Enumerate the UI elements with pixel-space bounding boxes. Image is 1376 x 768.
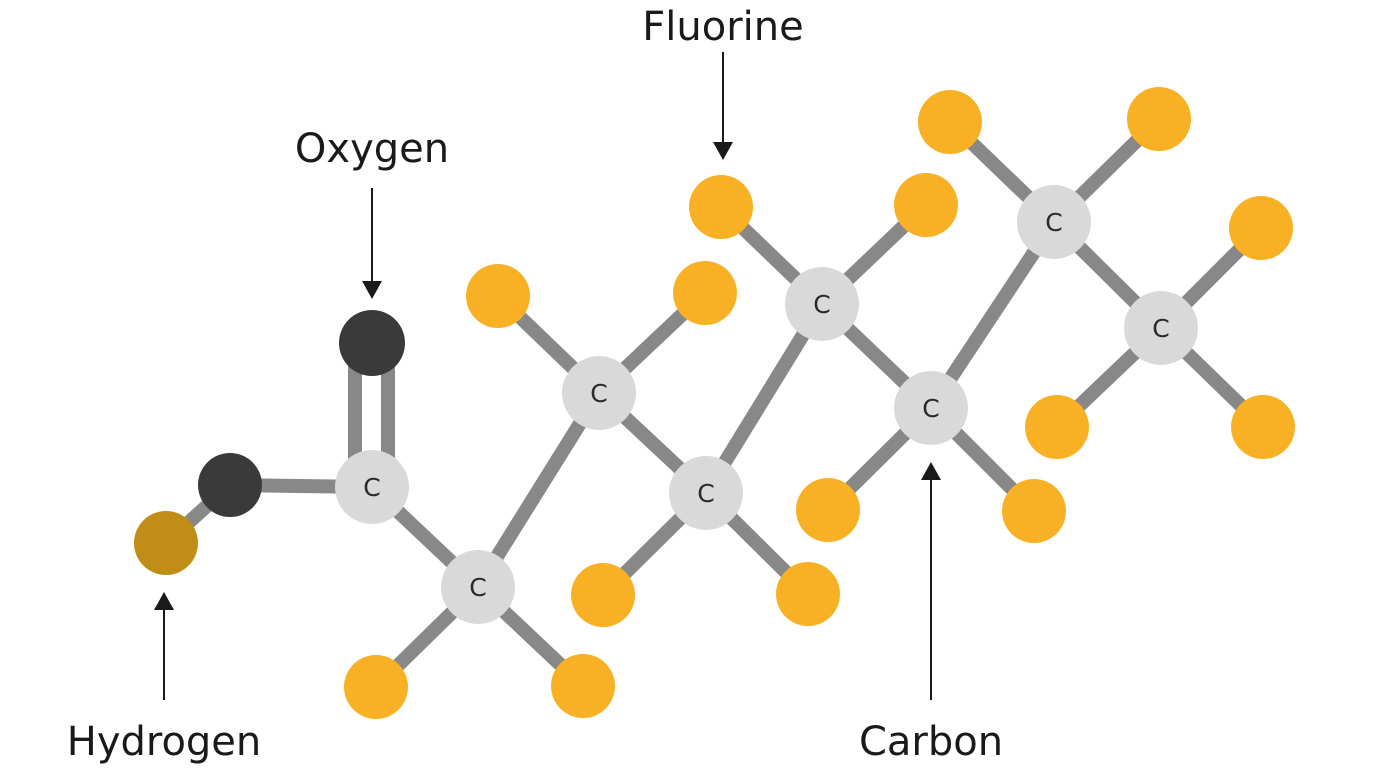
carbon-atom: C: [894, 371, 968, 445]
fluorine-atom: [1229, 196, 1293, 260]
carbon-symbol: C: [590, 379, 607, 408]
fluorine-arrow-head: [713, 142, 733, 160]
fluorine-atom: [551, 654, 615, 718]
fluorine-atom: [673, 261, 737, 325]
fluorine-atom: [344, 655, 408, 719]
carbon-symbol: C: [813, 290, 830, 319]
carbon-atom: C: [441, 550, 515, 624]
fluorine-atoms: [344, 87, 1295, 719]
carbon-atom: C: [562, 356, 636, 430]
fluorine-atom: [1002, 479, 1066, 543]
oxygen-atom-double-bond: [339, 310, 405, 376]
carbon-symbol: C: [469, 573, 486, 602]
carbon-arrow-head: [921, 462, 941, 480]
fluorine-atom: [894, 173, 958, 237]
carbon-atoms: C C C C C C C C: [335, 185, 1198, 624]
fluorine-atom: [796, 478, 860, 542]
oxygen-arrow-head: [362, 281, 382, 299]
bond-c2-c3: [472, 389, 605, 591]
carbon-symbol: C: [1045, 208, 1062, 237]
fluorine-atom: [571, 563, 635, 627]
carbon-symbol: C: [363, 473, 380, 502]
callout-arrows: [154, 52, 941, 700]
fluorine-atom: [918, 90, 982, 154]
carbon-symbol: C: [1152, 314, 1169, 343]
fluorine-atom: [466, 264, 530, 328]
fluorine-atom: [1231, 395, 1295, 459]
oxygen-label: Oxygen: [295, 126, 449, 172]
fluorine-atom: [689, 175, 753, 239]
carbon-atom: C: [335, 450, 409, 524]
bond-c6-c7: [925, 218, 1060, 412]
hydrogen-atom: [134, 511, 198, 575]
hydrogen-arrow-head: [154, 592, 174, 610]
fluorine-label: Fluorine: [642, 4, 803, 50]
carbon-label: Carbon: [859, 719, 1003, 765]
carbon-atom: C: [1017, 185, 1091, 259]
carbon-atom: C: [1124, 291, 1198, 365]
carbon-symbol: C: [697, 479, 714, 508]
oxygen-atom-hydroxyl: [198, 453, 262, 517]
hydrogen-label: Hydrogen: [67, 719, 262, 765]
fluorine-atom: [1025, 395, 1089, 459]
fluorine-atom: [1127, 87, 1191, 151]
carbon-atom: C: [785, 267, 859, 341]
carbon-symbol: C: [922, 394, 939, 423]
fluorine-atom: [776, 562, 840, 626]
carbon-atom: C: [669, 456, 743, 530]
